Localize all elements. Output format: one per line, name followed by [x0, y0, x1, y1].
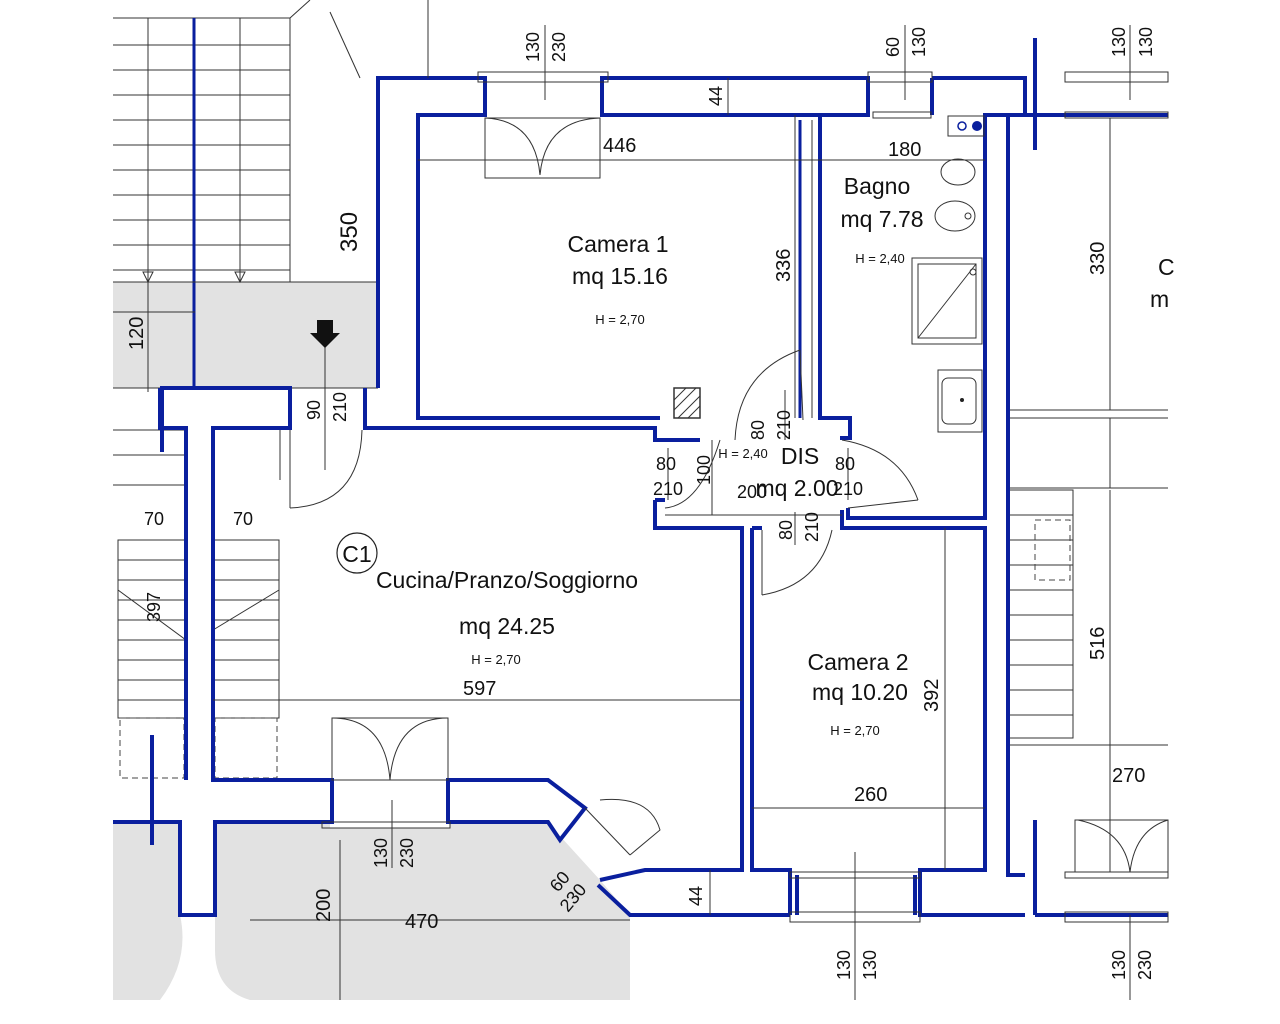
room-bagno-area: mq 7.78: [840, 206, 923, 232]
dim-top-left-b: 230: [549, 32, 569, 62]
dim-balcony-470: 470: [405, 911, 438, 933]
dim-bottom-camera2-a: 130: [834, 950, 854, 980]
dim-dis-100: 100: [694, 455, 714, 485]
room-adjacent-name: C: [1158, 254, 1175, 280]
dim-entry-door-b: 210: [330, 392, 350, 422]
dim-right-516: 516: [1087, 627, 1109, 660]
room-cucina-area: mq 24.25: [459, 613, 555, 639]
dim-wall-44-bottom: 44: [686, 886, 706, 906]
room-dis-name: DIS: [781, 443, 819, 469]
room-cucina-height: H = 2,70: [471, 652, 521, 667]
dim-dis-door-left-a: 80: [656, 454, 676, 474]
doors: [289, 117, 1169, 873]
dim-dis-door-right-a: 80: [835, 454, 855, 474]
dim-balcony-door-b: 230: [397, 838, 417, 868]
dim-height-350: 350: [336, 212, 363, 252]
dimension-lines: [147, 25, 1131, 1000]
dim-camera2-width: 260: [854, 784, 887, 806]
dim-landing-120: 120: [126, 317, 148, 350]
dim-bottom-right-a: 130: [1109, 950, 1129, 980]
dim-dis-200: 200: [737, 482, 767, 502]
dim-camera1-width: 446: [603, 135, 636, 157]
dim-camera2-depth: 392: [921, 679, 943, 712]
dim-top-left-a: 130: [523, 32, 543, 62]
vent-shaft: [673, 387, 701, 419]
stairwell-right: [1007, 409, 1168, 746]
room-camera1-area: mq 15.16: [572, 263, 668, 289]
room-adjacent-partial: C m: [1150, 254, 1175, 312]
room-camera1-name: Camera 1: [568, 231, 669, 257]
dim-dis-door-right-b: 210: [833, 479, 863, 499]
dim-wall-44-top: 44: [706, 86, 726, 106]
room-camera2-height: H = 2,70: [830, 723, 880, 738]
room-cucina-name: Cucina/Pranzo/Soggiorno: [376, 567, 638, 593]
room-dis: DIS mq 2.00 H = 2,40: [718, 443, 838, 501]
dim-stair-70-right: 70: [233, 509, 253, 529]
unit-label-text: C1: [342, 541, 371, 567]
room-bagno-height: H = 2,40: [855, 251, 905, 266]
unit-label: C1: [336, 532, 378, 574]
room-camera2-name: Camera 2: [808, 649, 909, 675]
room-adjacent-area: m: [1150, 286, 1169, 312]
dim-stair-70-left: 70: [144, 509, 164, 529]
stairwell-top-left: [113, 0, 378, 392]
dim-dis-door-bottom-b: 210: [802, 512, 822, 542]
dim-top-bagno-b: 130: [909, 27, 929, 57]
stairwell-lower-left: [113, 429, 281, 779]
room-camera1-height: H = 2,70: [595, 312, 645, 327]
dim-camera1-depth: 336: [773, 249, 795, 282]
dim-top-bagno-a: 60: [883, 37, 903, 57]
dim-dis-door-top-b: 210: [774, 410, 794, 440]
dim-right-270: 270: [1112, 765, 1145, 787]
dim-entry-door-a: 90: [304, 400, 324, 420]
room-cucina: Cucina/Pranzo/Soggiorno mq 24.25 H = 2,7…: [376, 567, 638, 667]
dim-top-right-b: 130: [1136, 27, 1156, 57]
room-camera1: Camera 1 mq 15.16 H = 2,70: [568, 231, 669, 327]
room-bagno: Bagno mq 7.78 H = 2,40: [840, 173, 923, 266]
room-bagno-name: Bagno: [844, 173, 911, 199]
dim-dis-door-bottom-a: 80: [776, 520, 796, 540]
dim-dis-door-left-b: 210: [653, 479, 683, 499]
room-dis-height: H = 2,40: [718, 446, 768, 461]
bathroom-fixtures: [911, 115, 985, 433]
dim-cucina-width: 597: [463, 678, 496, 700]
dim-bottom-camera2-b: 130: [860, 950, 880, 980]
dim-right-330: 330: [1087, 242, 1109, 275]
dim-bottom-right-b: 230: [1135, 950, 1155, 980]
dim-dis-door-top-a: 80: [748, 420, 768, 440]
room-camera2: Camera 2 mq 10.20 H = 2,70: [808, 649, 909, 738]
dim-stair-397: 397: [144, 592, 164, 622]
dim-balcony-200: 200: [313, 889, 335, 922]
dim-top-right-a: 130: [1109, 27, 1129, 57]
room-dis-area: mq 2.00: [755, 475, 838, 501]
dim-balcony-door-a: 130: [371, 838, 391, 868]
room-camera2-area: mq 10.20: [812, 679, 908, 705]
dim-bagno-width: 180: [888, 139, 921, 161]
